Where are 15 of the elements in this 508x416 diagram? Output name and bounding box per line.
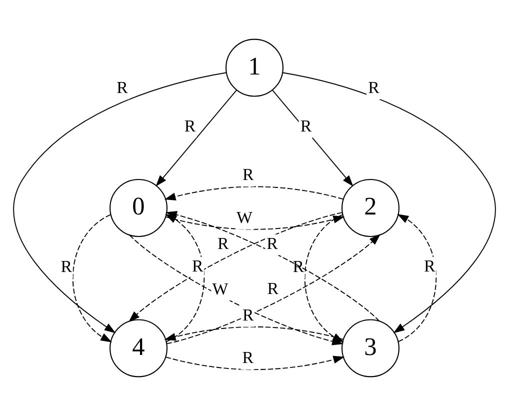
edge-label: R [184, 116, 196, 136]
edge-label: R [300, 116, 312, 136]
edge-label: R [242, 165, 254, 184]
edge-label: R [368, 78, 379, 97]
edge-label: W [212, 279, 228, 298]
edge-label: R [60, 256, 72, 276]
edge-label: R [266, 234, 278, 253]
edge-label: R [242, 305, 254, 324]
edge-label: R [217, 234, 228, 254]
edge-label: R [242, 348, 254, 368]
edge-label: R [266, 278, 278, 298]
edge-label: R [424, 256, 435, 276]
edge-label: W [236, 208, 252, 227]
edge-label: R [192, 256, 203, 276]
edge-label: R [116, 78, 128, 97]
